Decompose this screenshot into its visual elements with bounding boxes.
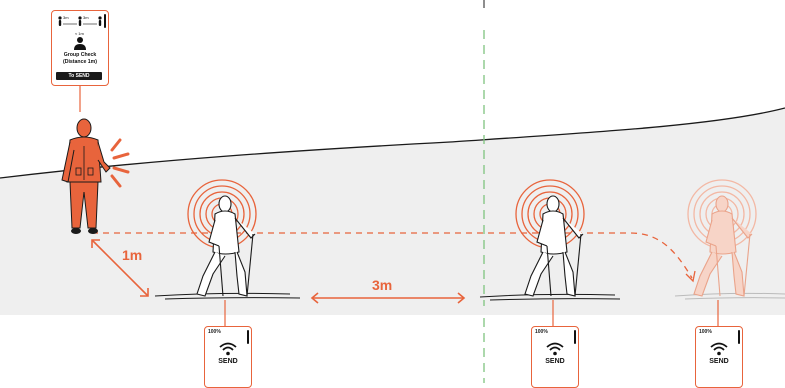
device-scrollbar bbox=[104, 14, 106, 28]
wifi-icon bbox=[710, 342, 728, 356]
group-check-device: 3m 3m ≈ 1m Group Check (Distance 1m) To … bbox=[51, 10, 109, 86]
send-label: SEND bbox=[532, 358, 578, 365]
device-card-2: 100% SEND bbox=[531, 326, 579, 388]
device-card-1: 100% SEND bbox=[204, 326, 252, 388]
spacing-right-label: 3m bbox=[83, 15, 89, 20]
battery-label: 100% bbox=[535, 329, 548, 335]
to-send-button[interactable]: To SEND bbox=[56, 72, 102, 80]
device-scrollbar bbox=[574, 330, 576, 344]
wifi-icon bbox=[219, 342, 237, 356]
device-scrollbar bbox=[738, 330, 740, 344]
device-scrollbar bbox=[247, 330, 249, 344]
device-card-3: 100% SEND bbox=[695, 326, 743, 388]
walker-gap-label: 3m bbox=[372, 277, 392, 293]
battery-label: 100% bbox=[208, 329, 221, 335]
group-check-title: Group Check (Distance 1m) bbox=[52, 52, 108, 65]
spacing-left-label: 3m bbox=[63, 15, 69, 20]
send-label: SEND bbox=[205, 358, 251, 365]
battery-label: 100% bbox=[699, 329, 712, 335]
person-icon bbox=[73, 36, 87, 50]
send-label: SEND bbox=[696, 358, 742, 365]
wifi-icon bbox=[546, 342, 564, 356]
leader-gap-label: 1m bbox=[122, 247, 142, 263]
slope-ground bbox=[0, 108, 785, 315]
